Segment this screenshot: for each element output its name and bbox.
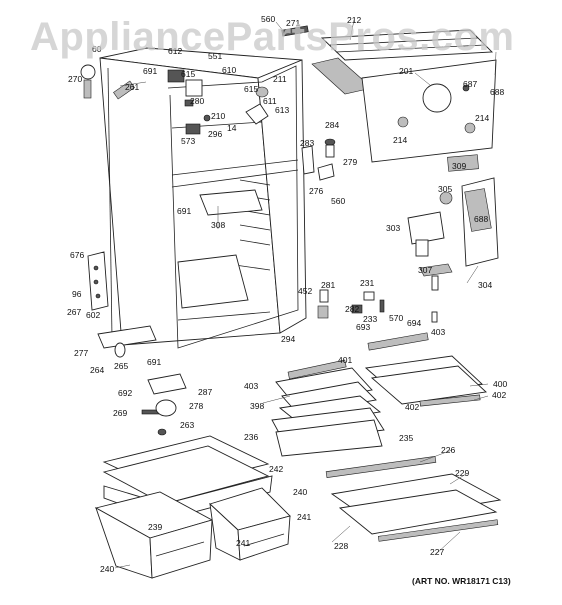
part-number-label: 401	[338, 355, 352, 365]
part-number-label: 304	[478, 280, 492, 290]
part-number-label: 240	[293, 487, 307, 497]
part-number-label: 60	[92, 44, 102, 54]
part-number-label: 14	[227, 123, 237, 133]
part-number-label: 294	[281, 334, 295, 344]
part-number-label: 303	[386, 223, 400, 233]
part-number-label: 560	[331, 196, 345, 206]
leader-lines	[114, 19, 497, 569]
part-number-label: 264	[90, 365, 104, 375]
watermark: AppliancePartsPros.com	[30, 15, 515, 59]
part-number-label: 271	[286, 18, 300, 28]
damper-parts	[301, 138, 336, 181]
part-number-label: 693	[356, 322, 370, 332]
part-number-label: 261	[125, 82, 139, 92]
part-number-label: 239	[148, 522, 162, 532]
hinge-parts	[317, 289, 438, 323]
part-number-label: 240	[100, 564, 114, 574]
part-number-label: 227	[430, 547, 444, 557]
part-number-label: 201	[399, 66, 413, 76]
part-number-label: 233	[363, 314, 377, 324]
part-number-label: 282	[345, 304, 359, 314]
callout-labels: 560 271 212 60 612 551 270 691 615 610 211 261 201 68…	[67, 14, 507, 574]
control-parts	[167, 69, 269, 135]
part-number-label: 210	[211, 111, 225, 121]
crisper-parts	[271, 407, 502, 542]
part-number-label: 309	[452, 161, 466, 171]
part-number-label: 613	[275, 105, 289, 115]
part-number-label: 267	[67, 307, 81, 317]
part-number-label: 263	[180, 420, 194, 430]
part-number-label: 242	[269, 464, 283, 474]
part-number-label: 615	[244, 84, 258, 94]
left-bottom-parts	[87, 251, 157, 358]
part-number-label: 398	[250, 401, 264, 411]
part-number-label: 96	[72, 289, 82, 299]
part-number-label: 305	[438, 184, 452, 194]
art-number: (ART NO. WR18171 C13)	[412, 576, 511, 586]
part-number-label: 270	[68, 74, 82, 84]
part-number-label: 694	[407, 318, 421, 328]
part-number-label: 287	[198, 387, 212, 397]
part-number-label: 212	[347, 15, 361, 25]
part-number-label: 228	[334, 541, 348, 551]
part-number-label: 283	[300, 138, 314, 148]
part-number-label: 211	[273, 74, 287, 84]
part-number-label: 226	[441, 445, 455, 455]
part-number-label: 615	[181, 69, 195, 79]
part-number-label: 235	[399, 433, 413, 443]
part-number-label: 214	[475, 113, 489, 123]
part-number-label: 280	[190, 96, 204, 106]
part-number-label: 308	[211, 220, 225, 230]
part-number-label: 551	[208, 51, 222, 61]
part-number-label: 688	[490, 87, 504, 97]
part-number-label: 278	[189, 401, 203, 411]
part-number-label: 276	[309, 186, 323, 196]
part-number-label: 692	[118, 388, 132, 398]
part-number-label: 560	[261, 14, 275, 24]
part-number-label: 284	[325, 120, 339, 130]
part-number-label: 236	[244, 432, 258, 442]
cabinet	[99, 47, 307, 349]
part-number-label: 241	[236, 538, 250, 548]
part-number-label: 676	[70, 250, 84, 260]
part-number-label: 691	[177, 206, 191, 216]
part-number-label: 402	[405, 402, 419, 412]
part-number-label: 610	[222, 65, 236, 75]
part-number-label: 214	[393, 135, 407, 145]
part-number-label: 403	[244, 381, 258, 391]
part-number-label: 279	[343, 157, 357, 167]
part-number-label: 402	[492, 390, 506, 400]
part-number-label: 281	[321, 280, 335, 290]
part-number-label: 229	[455, 468, 469, 478]
part-number-label: 265	[114, 361, 128, 371]
part-number-label: 241	[297, 512, 311, 522]
part-number-label: 612	[168, 46, 182, 56]
part-number-label: 269	[113, 408, 127, 418]
glass-shelves	[275, 332, 487, 425]
part-number-label: 611	[263, 96, 277, 106]
part-number-label: 403	[431, 327, 445, 337]
part-number-label: 570	[389, 313, 403, 323]
part-number-label: 573	[181, 136, 195, 146]
rear-cover-panel	[361, 59, 497, 172]
part-number-label: 452	[298, 286, 312, 296]
part-number-label: 231	[360, 278, 374, 288]
part-number-label: 688	[474, 214, 488, 224]
part-number-label: 296	[208, 129, 222, 139]
part-number-label: 691	[143, 66, 157, 76]
part-number-label: 307	[418, 265, 432, 275]
part-number-label: 400	[493, 379, 507, 389]
light-housing-parts	[407, 177, 499, 291]
part-number-label: 687	[463, 79, 477, 89]
part-number-label: 602	[86, 310, 100, 320]
part-number-label: 277	[74, 348, 88, 358]
pan-cover-and-drawers	[94, 435, 291, 579]
part-number-label: 691	[147, 357, 161, 367]
bottom-left-hardware	[141, 373, 187, 436]
top-wire-shelf	[281, 25, 494, 95]
